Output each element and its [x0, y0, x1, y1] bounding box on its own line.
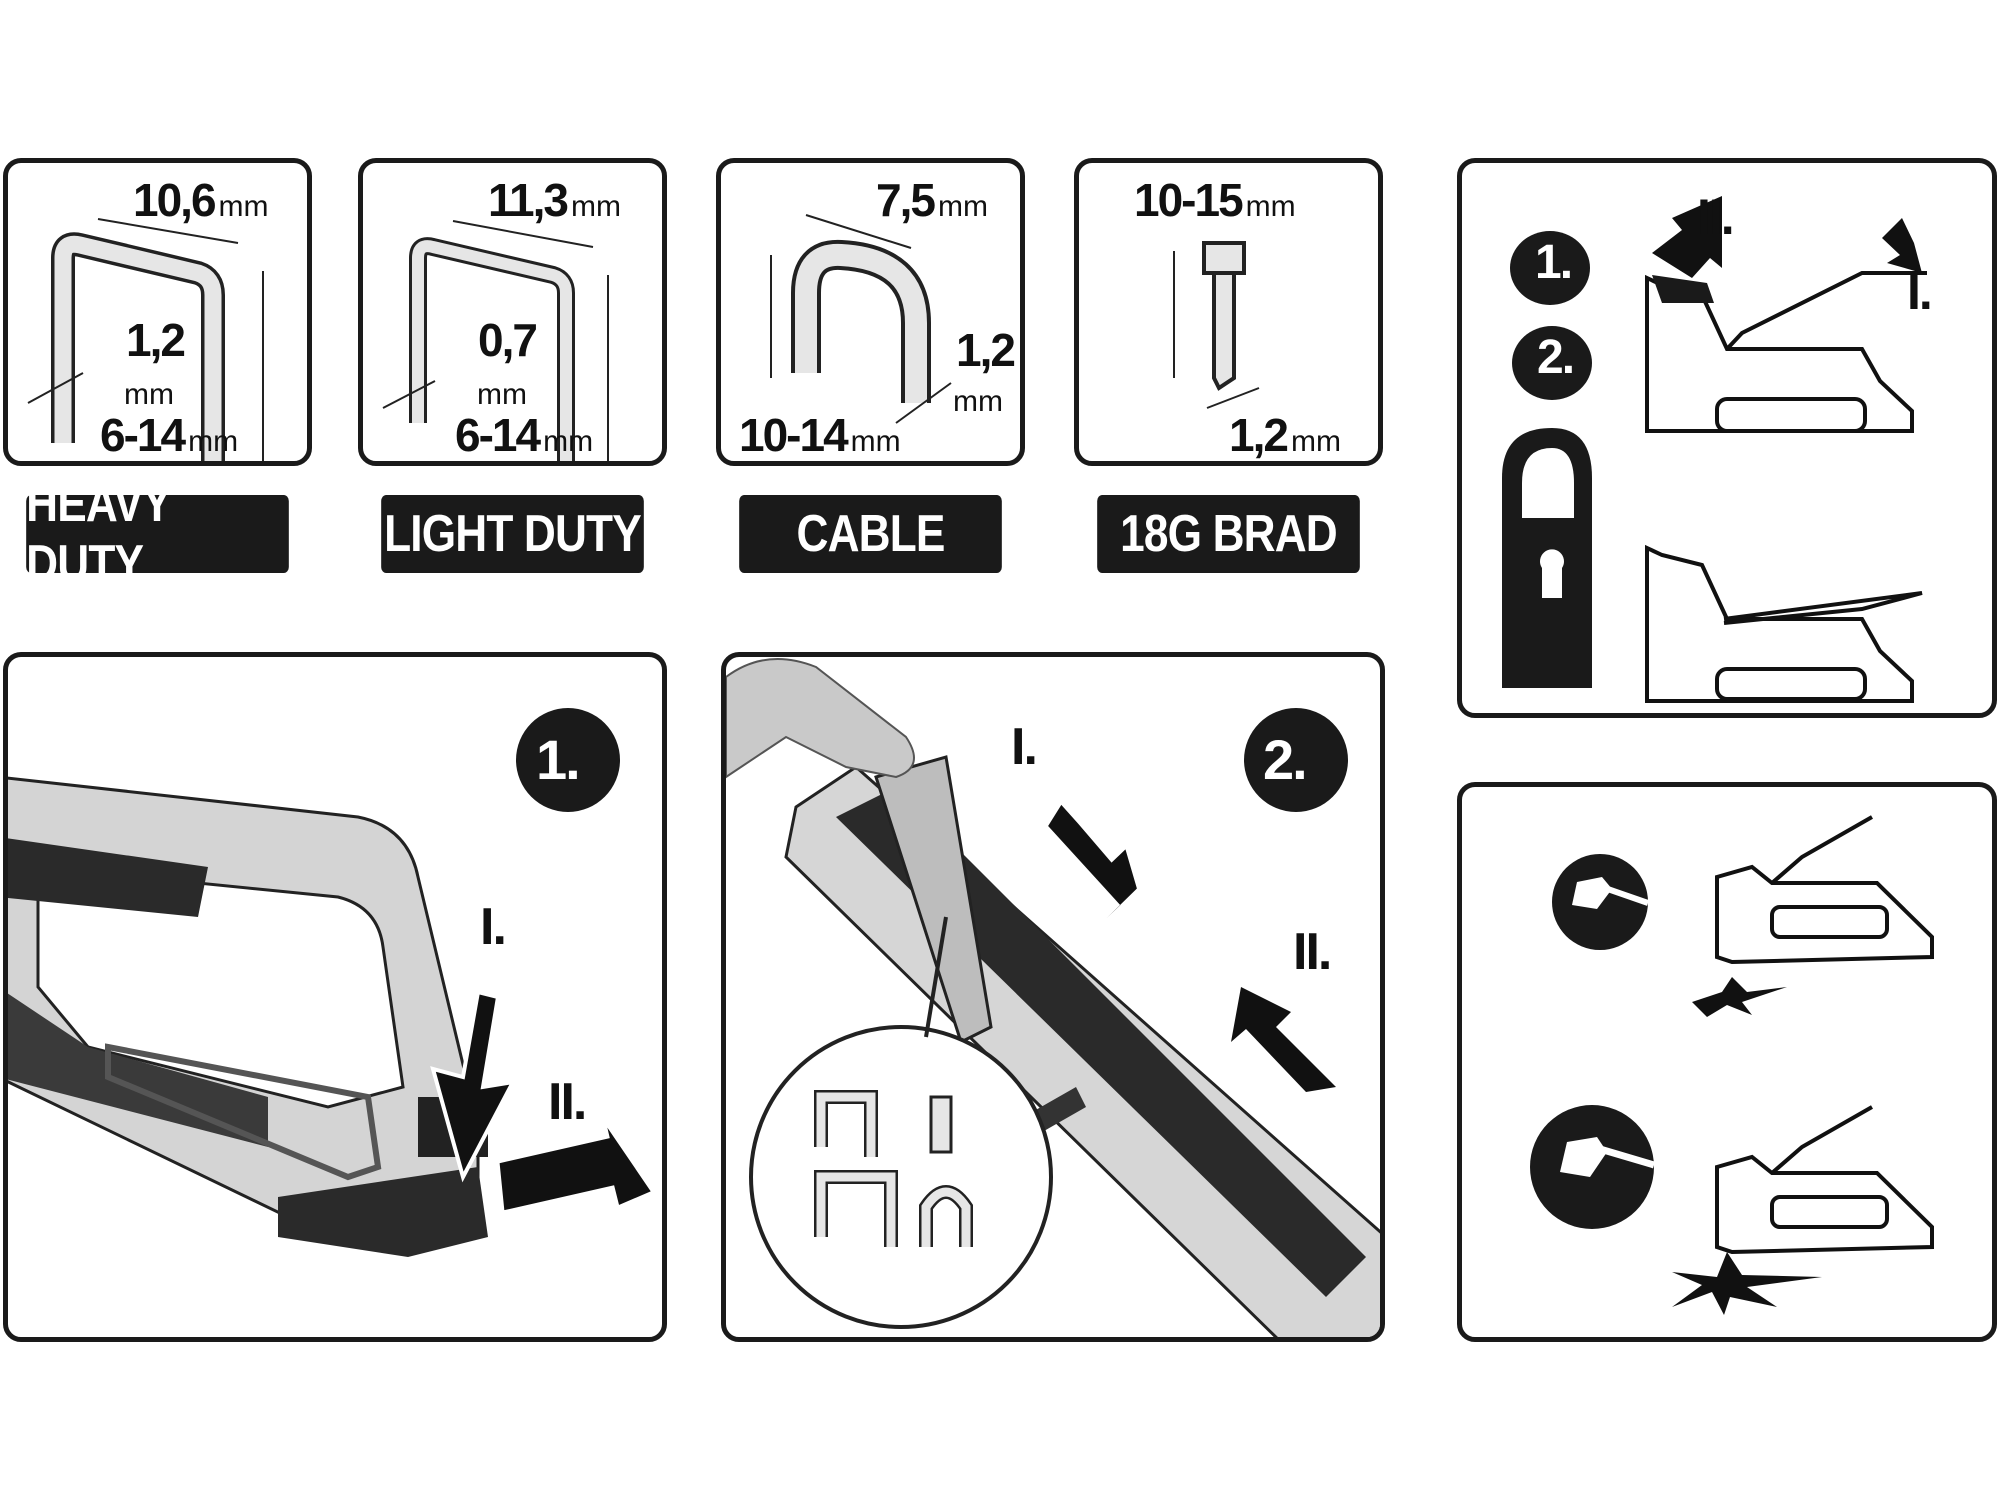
brad-label: 18G BRAD	[1097, 495, 1360, 573]
length-value: 10-15	[1134, 174, 1244, 226]
stapler-photo-loading	[726, 658, 1380, 1337]
impact-force-diagram	[1530, 815, 1934, 1315]
impact-force-panel	[1457, 782, 1997, 1342]
width-value: 10,6	[133, 174, 217, 226]
stapler-photo-open	[8, 708, 656, 1257]
unit: mm	[124, 378, 174, 411]
cable-label: CABLE	[739, 495, 1002, 573]
lock-substep-II: II.	[1697, 189, 1735, 245]
lock-step-2: 2.	[1537, 331, 1575, 384]
substep-II: II.	[1293, 923, 1332, 981]
substep-I: I.	[480, 898, 507, 956]
unit: mm	[571, 190, 621, 223]
width-value: 11,3	[488, 174, 569, 226]
lock-diagram	[1502, 196, 1927, 703]
unit: mm	[218, 190, 269, 223]
heavy-duty-staple-icon	[27, 218, 264, 461]
substep-II: II.	[548, 1073, 587, 1131]
unit: mm	[953, 385, 1003, 418]
unit: mm	[543, 425, 594, 458]
length-value: 6-14	[455, 409, 541, 461]
heavy-duty-label: HEAVY DUTY	[26, 475, 289, 593]
unit: mm	[937, 190, 988, 223]
width-value: 7,5	[876, 174, 936, 226]
length-value: 6-14	[100, 409, 186, 461]
light-duty-staple-icon	[382, 220, 609, 461]
length-value: 10-14	[739, 409, 849, 461]
unit: mm	[188, 425, 239, 458]
thickness-value: 0,7	[478, 314, 538, 366]
unit: mm	[477, 378, 527, 411]
open-magazine-panel: 1. I. II.	[3, 652, 667, 1342]
step-number-2: 2.	[1263, 728, 1308, 791]
brad-nail-icon	[1173, 241, 1260, 409]
step-number-1: 1.	[536, 728, 581, 791]
lock-step-1: 1.	[1535, 236, 1573, 289]
cable-staple-icon	[770, 214, 952, 424]
substep-I: I.	[1011, 718, 1038, 776]
insert-staples-panel: 2. I. II.	[721, 652, 1385, 1342]
thickness-value: 1,2	[1229, 409, 1289, 461]
light-duty-label: LIGHT DUTY	[381, 495, 644, 573]
handle-lock-panel: 1. 2. II. I.	[1457, 158, 1997, 718]
unit: mm	[850, 425, 901, 458]
thickness-value: 1,2	[956, 324, 1016, 376]
unit: mm	[1290, 425, 1341, 458]
unit: mm	[1245, 190, 1296, 223]
thickness-value: 1,2	[126, 314, 186, 366]
lock-substep-I: I.	[1907, 264, 1933, 320]
